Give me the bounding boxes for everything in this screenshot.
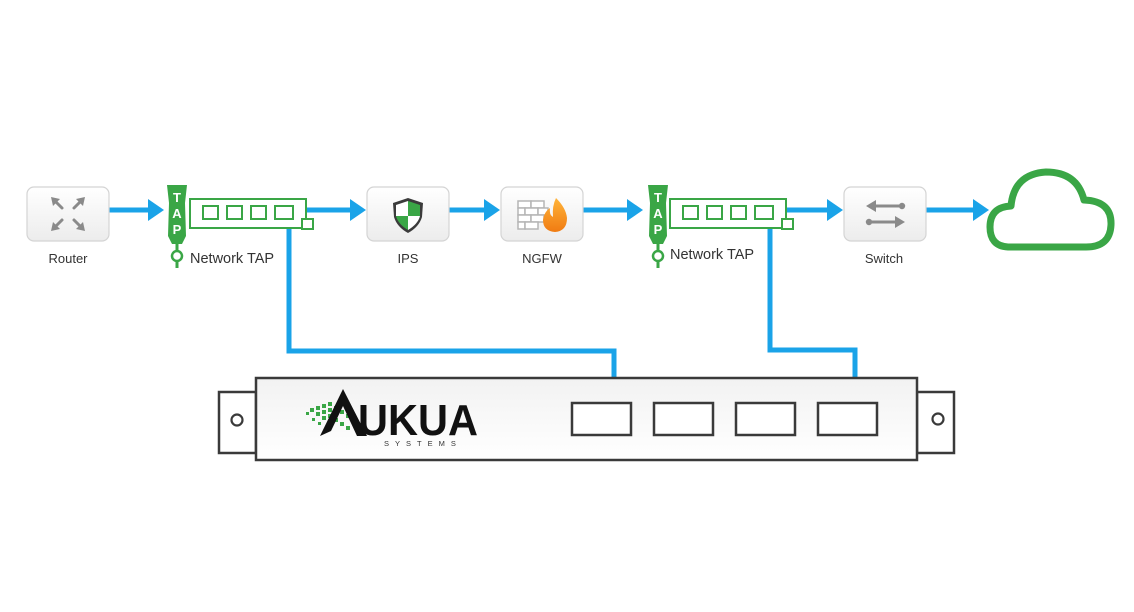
tap-port: [274, 205, 294, 220]
arrowhead: [484, 199, 500, 221]
brand-sub: SYSTEMS: [384, 439, 462, 448]
ips-label: IPS: [398, 251, 419, 266]
arrowhead: [148, 199, 164, 221]
tap1-label: Network TAP: [190, 251, 274, 267]
link-tap2-monitor-port4: [767, 218, 858, 383]
cloud-icon: [986, 168, 1115, 251]
arrowhead: [973, 199, 989, 221]
flame: [543, 198, 567, 232]
arrowhead: [627, 199, 643, 221]
tap-icon: T A P: [167, 185, 314, 268]
tap-letter-p: P: [173, 222, 182, 237]
tap-port: [202, 205, 219, 220]
tap-port: [250, 205, 267, 220]
tap2-label: Network TAP: [670, 247, 754, 263]
tap-ring: [651, 249, 665, 263]
monitoring-appliance[interactable]: UKUA SYSTEMS: [217, 376, 956, 462]
link-tap1-monitor-port1: [286, 218, 617, 383]
firewall-icon: [517, 198, 567, 232]
tap-port: [226, 205, 243, 220]
tap-port: [754, 205, 774, 220]
rack-ear-hole: [931, 412, 945, 426]
shield-icon: [393, 198, 423, 233]
appliance-port-2[interactable]: [652, 401, 715, 437]
arrowhead: [827, 199, 843, 221]
tap-letter-a: A: [172, 206, 182, 221]
arrowhead: [350, 199, 366, 221]
tap-letter-t: T: [173, 190, 181, 205]
tap-body: [669, 198, 787, 229]
aukua-logo: UKUA SYSTEMS: [306, 389, 478, 448]
appliance-ports: [570, 401, 879, 437]
appliance-port-4[interactable]: [816, 401, 879, 437]
tap-letter-t: T: [654, 190, 662, 205]
ngfw-node[interactable]: NGFW: [500, 186, 584, 266]
tap-letter-p: P: [654, 222, 663, 237]
tap-clip: [167, 185, 187, 244]
router-icon: [51, 197, 85, 231]
tap-port: [706, 205, 723, 220]
tap-tab: [781, 218, 794, 230]
tap-port: [730, 205, 747, 220]
tap-clip: [648, 185, 668, 244]
router-node[interactable]: Router: [26, 186, 110, 266]
tap2-node[interactable]: T A P Network TAP: [648, 185, 794, 268]
cloud-node[interactable]: [986, 168, 1115, 251]
tap-icon: T A P: [648, 185, 794, 268]
links: [109, 207, 975, 383]
link-arrowheads: [148, 199, 989, 398]
rack-ear-right: [915, 390, 956, 455]
rack-ear-left: [217, 390, 258, 455]
logo-a-mark: [320, 389, 367, 436]
tap1-node[interactable]: T A P Network TAP: [167, 185, 314, 268]
switch-label: Switch: [865, 251, 903, 266]
tap-body: [189, 198, 307, 229]
tap-letter-a: A: [653, 206, 663, 221]
router-label: Router: [48, 251, 88, 266]
appliance-port-1[interactable]: [570, 401, 633, 437]
appliance-port-3[interactable]: [734, 401, 797, 437]
switch-node[interactable]: Switch: [843, 186, 927, 266]
tap-port: [682, 205, 699, 220]
router-card: [26, 186, 110, 242]
rack-ear-hole: [230, 413, 244, 427]
tap-ring: [170, 249, 184, 263]
switch-icon: [865, 200, 906, 228]
brand-name: UKUA: [358, 396, 478, 445]
switch-card: [843, 186, 927, 242]
ips-node[interactable]: IPS: [366, 186, 450, 266]
tap-tab: [301, 218, 314, 230]
ngfw-label: NGFW: [522, 251, 562, 266]
